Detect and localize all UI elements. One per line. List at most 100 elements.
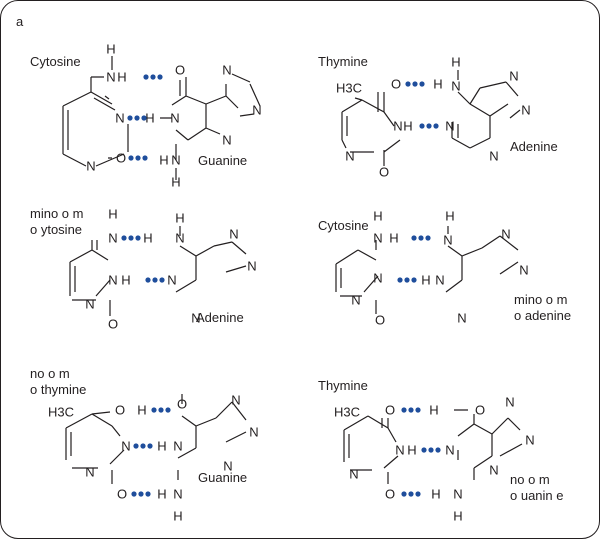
h-atom: H <box>145 111 154 126</box>
n-atom: N <box>223 459 232 474</box>
left-ring <box>341 92 401 166</box>
n-atom: N <box>106 70 115 85</box>
h-atom: H <box>431 487 440 502</box>
right-label-line2: o adenine <box>514 308 571 323</box>
left-label-line1: mino o m <box>30 206 83 221</box>
n-atom: N <box>393 119 402 134</box>
methyl-group: H3C <box>336 81 362 96</box>
pair-cytosine-imino-adenine: Cytosine mino o m o adenine H N H N N O … <box>318 209 571 328</box>
left-ring <box>69 240 111 316</box>
h-atom: H <box>403 119 412 134</box>
pair-enol-thymine-guanine: no o m o thymine Guanine H3C O H N N O O… <box>30 366 259 524</box>
n-atom: N <box>489 463 498 478</box>
methyl-group: H3C <box>334 405 360 420</box>
o-atom: O <box>116 151 126 166</box>
h-atom: H <box>433 77 442 92</box>
left-label-line1: Thymine <box>318 54 368 69</box>
h-atom: H <box>117 70 126 85</box>
n-atom: N <box>252 103 261 118</box>
left-ring <box>65 411 125 484</box>
right-ring <box>445 226 519 293</box>
hydrogen-bond-dots <box>405 81 439 129</box>
h-atom: H <box>157 439 166 454</box>
h-atom: H <box>445 209 454 224</box>
left-ring <box>335 240 379 314</box>
n-atom: N <box>457 311 466 326</box>
n-atom: N <box>521 103 530 118</box>
n-atom: N <box>115 111 124 126</box>
h-atom: H <box>121 273 130 288</box>
o-atom: O <box>117 487 127 502</box>
o-atom: O <box>375 313 385 328</box>
right-label-line1: mino o m <box>514 292 567 307</box>
o-atom: O <box>379 165 389 180</box>
methyl-group: H3C <box>48 405 74 420</box>
n-atom: N <box>451 79 460 94</box>
n-atom: N <box>247 259 256 274</box>
o-atom: O <box>475 403 485 418</box>
h-atom: H <box>157 487 166 502</box>
left-label-line1: Thymine <box>318 378 368 393</box>
right-label-line1: Guanine <box>198 153 247 168</box>
hydrogen-bond-dots <box>397 235 431 283</box>
n-atom: N <box>351 293 360 308</box>
n-atom: N <box>108 273 117 288</box>
n-atom: N <box>171 153 180 168</box>
pair-thymine-adenine: Thymine Adenine H3C O N H N O H N H N N … <box>318 54 558 180</box>
n-atom: N <box>345 149 354 164</box>
n-atom: N <box>501 227 510 242</box>
n-atom: N <box>443 233 452 248</box>
n-atom: N <box>173 439 182 454</box>
right-ring <box>451 70 521 149</box>
n-atom: N <box>373 271 382 286</box>
h-atom: H <box>175 211 184 226</box>
right-ring <box>171 73 261 141</box>
hydrogen-bond-dots <box>401 407 441 497</box>
n-atom: N <box>349 467 358 482</box>
n-atom: N <box>222 133 231 148</box>
right-label-line2: o uanin e <box>510 488 564 503</box>
left-label-line1: Cytosine <box>30 54 81 69</box>
o-atom: O <box>177 397 187 412</box>
right-label-line1: Guanine <box>198 470 247 485</box>
n-atom: N <box>505 395 514 410</box>
n-atom: N <box>167 273 176 288</box>
hydrogen-bond-dots <box>121 235 165 283</box>
h-atom: H <box>173 509 182 524</box>
o-atom: O <box>391 77 401 92</box>
left-substituent-bonds <box>90 56 129 159</box>
o-atom: O <box>385 403 395 418</box>
h-atom: H <box>159 153 168 168</box>
right-label-line1: no o m <box>510 472 550 487</box>
pair-imino-cytosine-adenine: mino o m o ytosine Adenine H N N H N O H… <box>30 206 257 332</box>
pair-cytosine-guanine: Cytosine Guanine N N N H H O O N H N N N… <box>30 42 262 190</box>
h-atom: H <box>421 273 430 288</box>
n-atom: N <box>435 273 444 288</box>
left-label-line2: o thymine <box>30 382 86 397</box>
h-atom: H <box>137 403 146 418</box>
n-atom: N <box>445 443 454 458</box>
h-atom: H <box>389 231 398 246</box>
right-label-line1: Adenine <box>196 310 244 325</box>
n-atom: N <box>85 465 94 480</box>
n-atom: N <box>445 119 454 134</box>
n-atom: N <box>395 443 404 458</box>
o-atom: O <box>175 63 185 78</box>
h-atom: H <box>106 42 115 57</box>
n-atom: N <box>509 69 518 84</box>
h-atom: H <box>407 443 416 458</box>
o-atom: O <box>108 317 118 332</box>
panel-letter: a <box>16 14 24 29</box>
right-ring <box>175 226 247 293</box>
h-atom: H <box>143 231 152 246</box>
n-atom: N <box>489 149 498 164</box>
h-atom: H <box>429 403 438 418</box>
n-atom: N <box>108 231 117 246</box>
h-atom: H <box>108 207 117 222</box>
h-atom: H <box>453 509 462 524</box>
o-atom: O <box>115 403 125 418</box>
h-atom: H <box>373 209 382 224</box>
right-ring <box>177 394 247 480</box>
